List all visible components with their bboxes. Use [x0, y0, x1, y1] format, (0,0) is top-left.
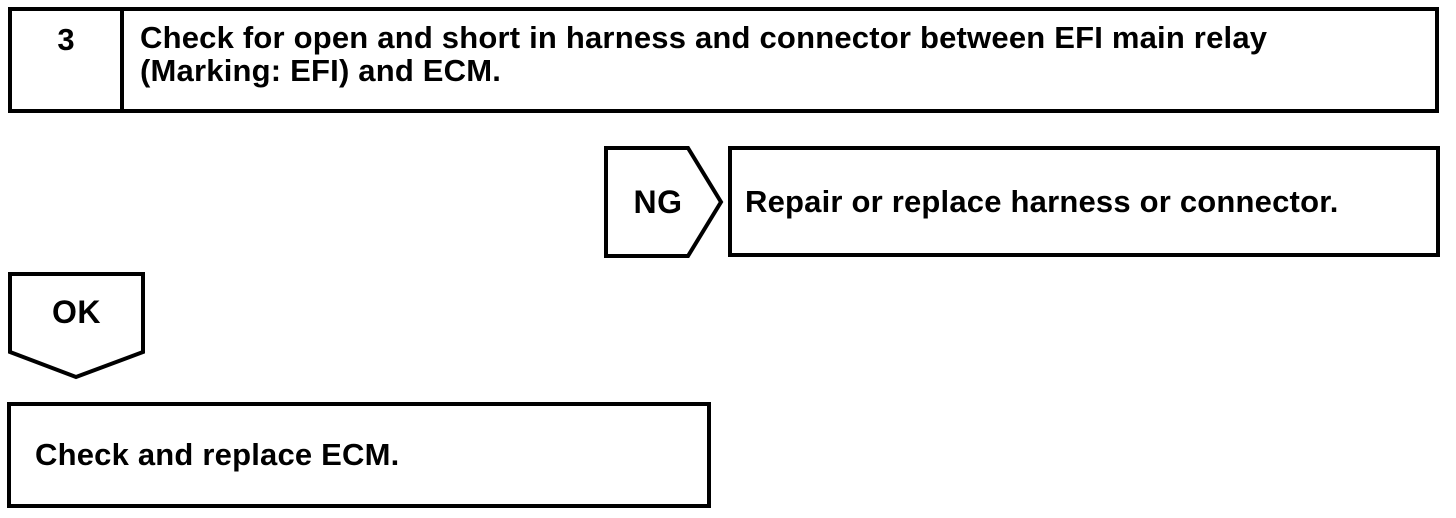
ng-connector: NG [604, 146, 724, 258]
ng-result-text: Repair or replace harness or connector. [745, 183, 1339, 219]
step-box: 3 Check for open and short in harness an… [8, 7, 1439, 113]
ok-result-box: Check and replace ECM. [7, 402, 711, 508]
ok-label: OK [52, 293, 101, 330]
ok-connector: OK [8, 272, 145, 380]
step-number: 3 [12, 11, 124, 109]
ok-arrow-pentagon-icon [8, 272, 145, 380]
ng-result-box: Repair or replace harness or connector. [728, 146, 1440, 257]
step-instruction: Check for open and short in harness and … [140, 20, 1268, 88]
ng-label: NG [633, 183, 683, 220]
ng-arrow-pentagon-icon [604, 146, 724, 258]
ok-result-text: Check and replace ECM. [35, 437, 400, 472]
